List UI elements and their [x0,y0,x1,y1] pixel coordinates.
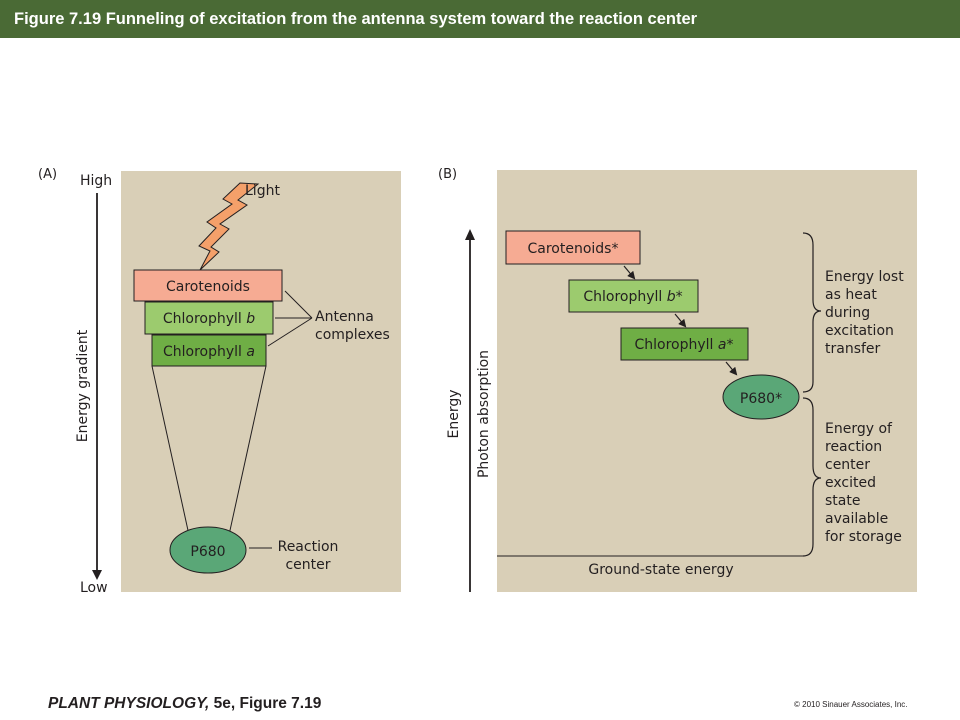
ground-state-label: Ground-state energy [588,562,733,578]
storage-line: for storage [825,529,902,545]
p680-ellipse [169,526,247,574]
storage-text: Energy of reaction center excited state … [825,421,902,545]
antenna-label-line2: complexes [315,327,390,343]
funnel-line-right [228,365,267,536]
panel-a-label: (A) [38,167,57,182]
heat-loss-line: during [825,305,870,321]
p680-excited-label: P680* [740,391,782,407]
chlorophyll-a-excited-label: Chlorophyll a* [635,337,734,353]
antenna-pointer-top [284,290,313,319]
chlorophyll-b-label: Chlorophyll b [163,311,255,327]
book-citation: PLANT PHYSIOLOGY, 5e, Figure 7.19 [48,695,321,713]
carotenoids-label: Carotenoids [166,279,250,295]
light-label: Light [245,183,280,199]
low-label: Low [80,580,108,596]
heat-loss-brace [802,232,822,393]
book-title: PLANT PHYSIOLOGY, [48,695,210,712]
p680-excited-ellipse [722,374,800,420]
storage-line: center [825,457,870,473]
heat-loss-line: transfer [825,341,881,357]
panel-b: (B) Energy Photon absorption Ground-stat… [438,167,917,592]
chlorophyll-a-excited-box [620,327,749,361]
panel-a: (A) High Low Energy gradient Light Carot… [38,167,401,596]
chlorophyll-b-excited-box [568,279,699,313]
storage-line: Energy of [825,421,893,437]
energy-axis-label: Energy [446,389,462,438]
carotenoids-excited-box [505,230,641,265]
chlorophyll-a-label: Chlorophyll a [163,344,255,360]
heat-loss-text: Energy lost as heat during excitation tr… [825,269,904,357]
copyright-notice: © 2010 Sinauer Associates, Inc. [794,700,908,709]
antenna-label-line1: Antenna [315,309,374,325]
panel-b-label: (B) [438,167,457,182]
slide-title: Figure 7.19 Funneling of excitation from… [14,10,698,28]
light-bolt-icon [198,182,260,271]
slide-title-bar: Figure 7.19 Funneling of excitation from… [0,0,960,38]
storage-brace [802,397,822,557]
heat-loss-line: as heat [825,287,877,303]
heat-loss-line: Energy lost [825,269,904,285]
reaction-center-label-line2: center [285,557,330,573]
panel-a-background [121,171,401,592]
book-edition: 5e, Figure 7.19 [209,695,322,712]
carotenoids-excited-label: Carotenoids* [528,241,619,257]
chlorophyll-a-box [151,334,267,367]
antenna-pointer-bottom [267,317,313,347]
transfer-arrow-3 [725,361,738,376]
transfer-arrow-1 [623,265,636,280]
photon-absorption-arrowhead [465,229,475,240]
chlorophyll-b-box [144,301,274,335]
transfer-arrow-2 [674,313,687,328]
p680-label: P680 [190,544,225,560]
chlorophyll-b-excited-label: Chlorophyll b* [583,289,682,305]
storage-line: state [825,493,860,509]
energy-gradient-label: Energy gradient [75,329,91,442]
photon-absorption-label: Photon absorption [476,350,492,478]
storage-line: excited [825,475,876,491]
reaction-center-label-line1: Reaction [278,539,339,555]
heat-loss-line: excitation [825,323,894,339]
energy-gradient-arrowhead [92,570,102,580]
funnel-line-left [151,365,190,536]
storage-line: available [825,511,888,527]
high-label: High [80,173,112,189]
carotenoids-box [133,269,283,302]
storage-line: reaction [825,439,882,455]
